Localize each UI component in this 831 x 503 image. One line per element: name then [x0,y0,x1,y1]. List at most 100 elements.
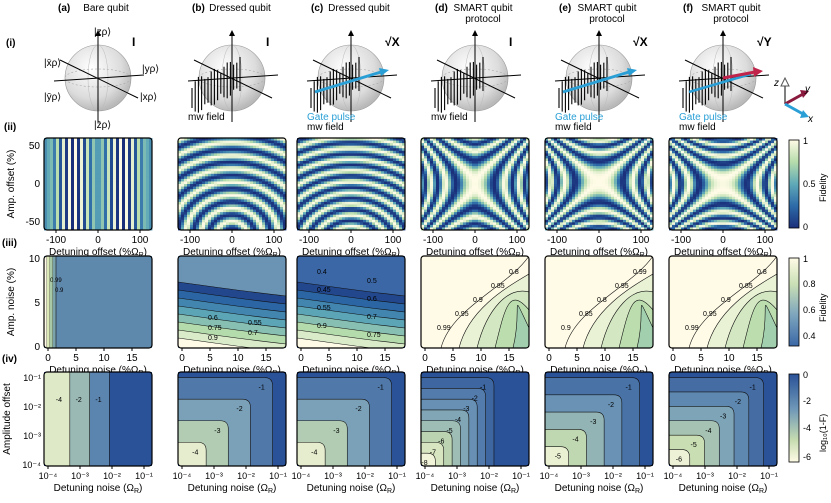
heatmap-cell [357,178,361,182]
heatmap-cell [50,166,54,170]
heatmap-cell [59,224,63,228]
heatmap-cell [466,140,470,144]
heatmap-cell [390,178,394,182]
heatmap-cell [178,181,182,185]
heatmap-cell [244,171,248,175]
heatmap-cell [396,201,400,205]
heatmap-cell [306,184,310,187]
heatmap-cell [259,186,263,190]
heatmap-cell [140,148,144,152]
heatmap-cell [71,171,75,175]
heatmap-cell [187,158,191,162]
heatmap-cell [137,212,141,216]
heatmap-cell [113,194,117,198]
heatmap-cell [65,158,69,162]
heatmap-cell [259,178,263,182]
heatmap-cell [369,209,373,213]
heatmap-cell [149,224,153,228]
heatmap-cell [274,209,278,213]
heatmap-cell [339,217,343,221]
heatmap-cell [402,178,406,182]
heatmap-cell [244,140,248,144]
heatmap-cell [265,138,269,141]
heatmap-cell [44,204,48,208]
heatmap-cell [80,163,84,167]
heatmap-cell [202,184,206,187]
heatmap-cell [140,181,144,185]
heatmap-cell [348,219,352,223]
heatmap-cell [430,227,434,231]
heatmap-cell [134,227,138,231]
heatmap-cell [253,209,257,213]
heatmap-cell [360,191,364,195]
heatmap-cell [80,150,84,154]
heatmap-cell [134,181,138,185]
heatmap-cell [451,194,455,198]
heatmap-cell [493,209,497,213]
heatmap-cell [74,201,78,205]
heatmap-cell [181,209,185,213]
heatmap-cell [345,163,349,167]
heatmap-cell [481,166,485,170]
heatmap-cell [53,209,57,213]
heatmap-cell [110,209,114,213]
heatmap-cell [424,178,428,182]
heatmap-cell [220,181,224,185]
heatmap-cell [427,153,431,157]
heatmap-cell [74,219,78,223]
heatmap-cell [113,199,117,203]
heatmap-cell [59,222,63,226]
heatmap-cell [433,168,437,172]
heatmap-cell [199,184,203,187]
heatmap-cell [265,217,269,221]
heatmap-cell [442,176,446,180]
heatmap-cell [140,199,144,203]
heatmap-cell [211,184,215,187]
heatmap-cell [360,173,364,177]
heatmap-cell [208,196,212,200]
heatmap-cell [297,171,301,175]
heatmap-cell [387,184,391,187]
heatmap-cell [375,207,379,210]
heatmap-cell [342,191,346,195]
heatmap-cell [202,148,206,152]
heatmap-cell [439,186,443,190]
heatmap-cell [345,158,349,162]
heatmap-cell [318,199,322,203]
heatmap-cell [451,166,455,170]
heatmap-cell [336,158,340,162]
heatmap-cell [56,224,60,228]
heatmap-cell [211,158,215,162]
heatmap-cell [196,217,200,221]
heatmap-cell [229,209,233,213]
heatmap-cell [384,219,388,223]
heatmap-cell [193,153,197,157]
heatmap-cell [190,209,194,213]
heatmap-cell [187,227,191,231]
heatmap-cell [442,155,446,159]
heatmap-cell [62,161,66,164]
heatmap-cell [481,219,485,223]
heatmap-cell [436,209,440,213]
heatmap-cell [92,224,96,228]
heatmap-cell [128,181,132,185]
heatmap-cell [265,204,269,208]
heatmap-cell [196,184,200,187]
heatmap-cell [211,196,215,200]
heatmap-cell [134,224,138,228]
heatmap-cell [303,153,307,157]
heatmap-cell [229,155,233,159]
heatmap-cell [372,161,376,164]
heatmap-cell [357,224,361,228]
heatmap-cell [247,207,251,210]
heatmap-cell [202,217,206,221]
heatmap-cell [442,201,446,205]
heatmap-cell [490,145,494,149]
heatmap-cell [265,176,269,180]
gate-pulse-label: Gate pulse [555,112,604,123]
heatmap-cell [280,194,284,198]
heatmap-cell [430,168,434,172]
heatmap-cell [65,155,69,159]
heatmap-cell [229,201,233,205]
